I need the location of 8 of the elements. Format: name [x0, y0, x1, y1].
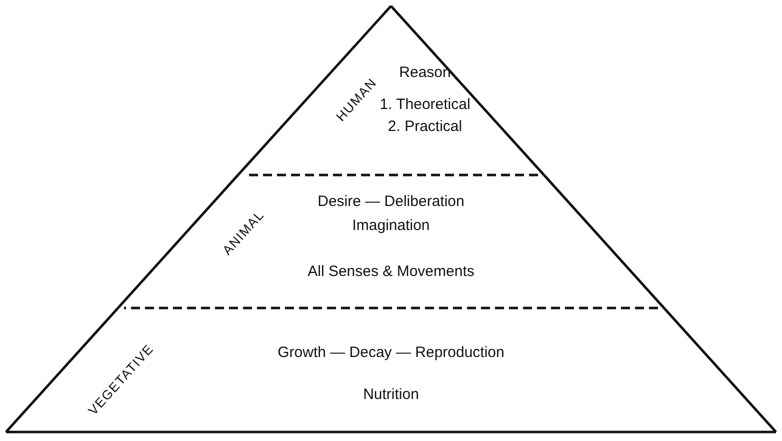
tier-text: Reason	[399, 64, 451, 81]
tier-text: Desire — Deliberation	[318, 193, 464, 210]
tier-text: Imagination	[352, 217, 430, 234]
tier-text: Growth — Decay — Reproduction	[278, 344, 504, 361]
tier-text: 1. Theoretical	[380, 96, 470, 113]
tier-text: 2. Practical	[388, 118, 462, 135]
tier-text: All Senses & Movements	[308, 263, 474, 280]
tier-text: Nutrition	[363, 386, 419, 403]
